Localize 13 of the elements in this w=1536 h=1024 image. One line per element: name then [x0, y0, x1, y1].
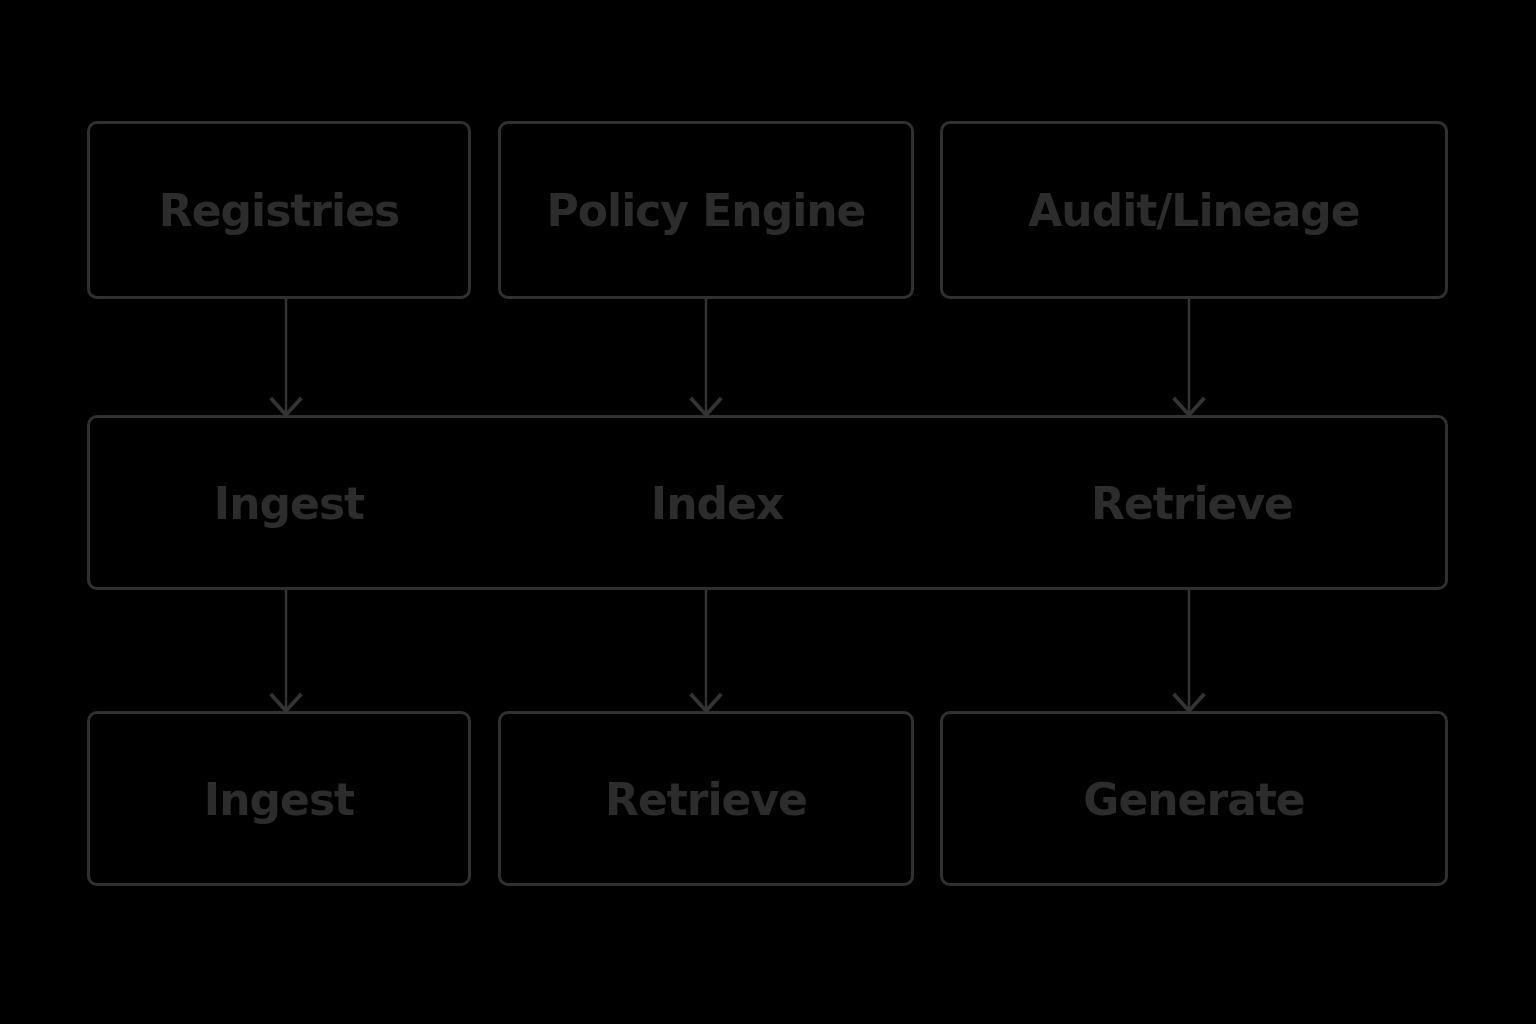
- process-box: [87, 121, 471, 299]
- process-box: [87, 415, 1448, 590]
- arrow: [1171, 590, 1207, 713]
- arrow: [688, 299, 724, 417]
- arrow: [688, 590, 724, 713]
- process-box: [940, 121, 1448, 299]
- process-box: [87, 711, 471, 886]
- process-box: [498, 121, 914, 299]
- process-box: [940, 711, 1448, 886]
- arrow: [268, 299, 304, 417]
- arrow: [1171, 299, 1207, 417]
- arrow: [268, 590, 304, 713]
- process-box: [498, 711, 914, 886]
